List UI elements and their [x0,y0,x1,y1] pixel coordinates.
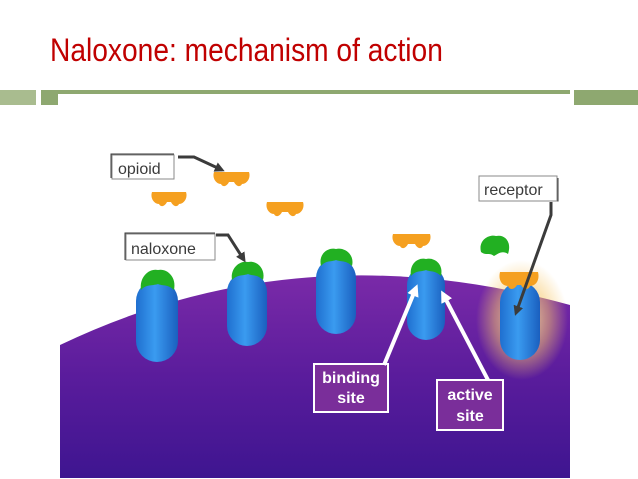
decorative-rule-top [58,90,570,94]
slide-title: Naloxone: mechanism of action [50,32,443,68]
opioid-molecule-2 [151,192,187,207]
naloxone-bound-4 [410,258,442,276]
receptor-label: receptor [484,182,543,199]
receptor-1 [136,280,178,362]
naloxone-bound-2 [231,261,264,280]
binding-site-arrow [382,284,419,366]
decorative-bar-left [0,90,36,105]
active-site-label-1: active [447,387,492,404]
active-site-label-2: site [456,408,484,425]
opioid-label: opioid [118,161,161,178]
opioid-molecule-3 [266,202,304,217]
active-site-callout [436,379,504,431]
receptor-4 [407,266,445,340]
receptor-arrow [513,202,553,316]
binding-site-callout [313,363,389,413]
binding-site-label-2: site [337,390,365,407]
receptor-3 [316,258,356,334]
naloxone-free [480,235,510,256]
naloxone-bound-1 [140,269,175,290]
opioid-arrow [178,155,225,172]
receptor-2 [227,272,267,346]
opioid-molecule-4 [392,234,431,249]
active-site-arrow [441,290,490,381]
opioid-molecule-1 [213,172,250,187]
decorative-bar-left-dark [41,90,58,105]
naloxone-arrow [216,233,246,263]
naloxone-label: naloxone [131,241,196,258]
decorative-bar-right [574,90,638,105]
naloxone-bound-3 [320,248,353,266]
receptor-5 [500,282,540,360]
binding-site-label-1: binding [322,370,380,387]
